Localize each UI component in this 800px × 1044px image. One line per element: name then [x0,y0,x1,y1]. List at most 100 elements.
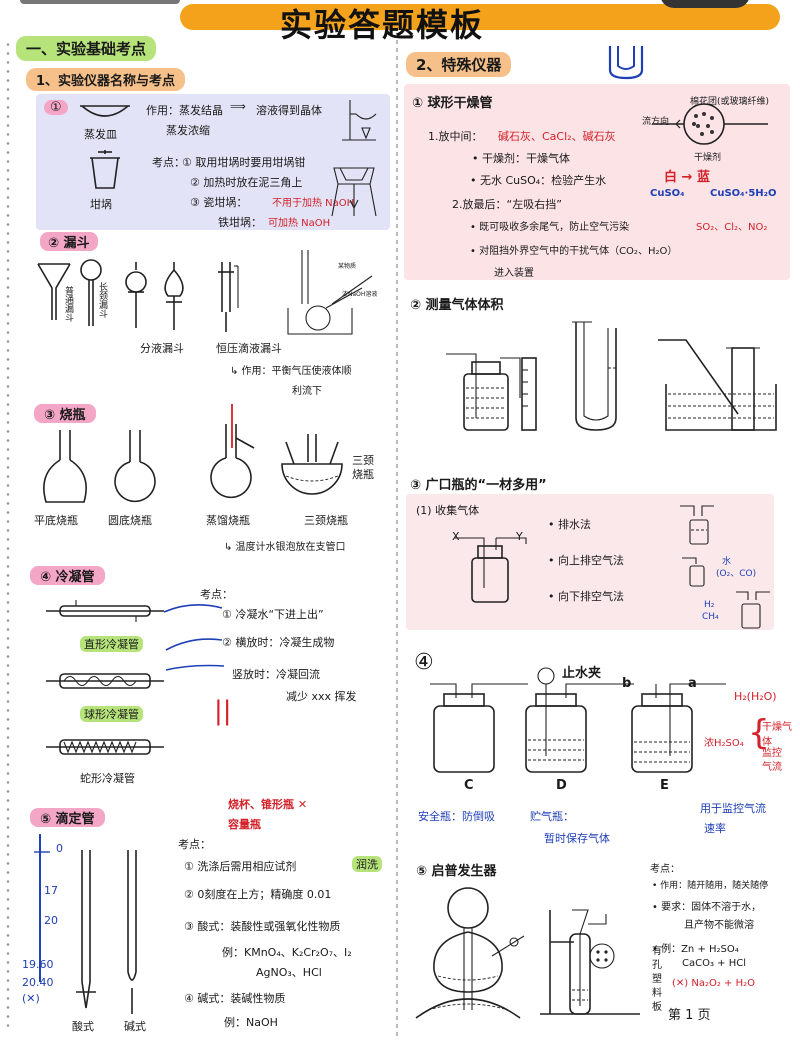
drying-tube-line5-red: SO₂、Cl₂、NO₂ [696,222,768,233]
block5-red-note2: 容量瓶 [228,818,261,831]
kipp-note3c: (✕) Na₂O₂ + H₂O [672,978,755,989]
bottle-c-label: C [464,778,474,793]
collect-item3: • 向下排空气法 [548,590,624,603]
bottle-x-label: X [452,530,460,543]
svg-text:某物质: 某物质 [338,262,356,270]
pressure-funnel-label: 恒压滴液漏斗 [216,342,282,355]
drying-tube-line3: • 无水 CuSO₄：检验产生水 [470,174,607,187]
plate-label3: 塑 [652,974,662,985]
drying-tube-drawing [652,103,768,145]
block5-note2: ② 0刻度在上方；精确度 0.01 [184,888,332,901]
kipp-note3: • 例：Zn + H₂SO₄ [652,944,739,955]
round-flask-label: 圆底烧瓶 [108,514,152,527]
title-highlight [180,4,780,30]
collect-blue2: (O₂、CO) [716,569,757,579]
flat-flask-label: 平底烧瓶 [34,514,78,527]
bottle-multiuse-heading: ③ 广口瓶的“一材多用” [410,478,547,493]
drying-tube-line1: 1.放中间： [428,130,483,143]
kipp-note2: • 要求：固体不溶于水， [652,902,762,913]
block3-heading: ③ 烧瓶 [34,404,96,423]
bulb-condenser-drawing [46,673,164,689]
block1-note3-red: 不用于加热 NaOH [272,198,355,209]
drying-tube-line3-blue-a: CuSO₄ [650,188,685,199]
page-number: 第 1 页 [668,1008,711,1023]
block1-note4-red: 可加热 NaOH [268,218,331,229]
section2-heading: 2、特殊仪器 [406,52,512,77]
kipp-note1: • 作用：随开随用，随关随停 [652,881,769,891]
plate-label1: 有 [652,946,662,957]
block4-note3a: 竖放时：冷凝回流 [232,668,320,681]
block5-note3: ③ 酸式：装酸性或强氧化性物质 [184,920,341,933]
gas-volume-heading: ② 测量气体体积 [410,298,504,313]
top-left-tab [20,0,180,4]
bottle-e-brace: { [748,713,770,753]
block1-note4: 铁坩埚： [218,216,262,229]
block2-heading: ② 漏斗 [40,232,98,251]
funnel-side-label1: 普通漏斗 [63,286,73,322]
drying-tube-line5: • 既可吸收多余尾气，防止空气污染 [470,222,630,233]
burette-mark-0: 0 [56,842,63,855]
bottle-d-caption: 贮气瓶： [530,810,574,823]
plate-label4: 料 [652,988,662,999]
condenser-arrows [163,604,225,671]
three-neck-flask-drawing [281,434,343,495]
burettes-drawing [34,834,137,1014]
block5-heading: ⑤ 滴定管 [30,808,105,827]
drying-tube-line4: 2.放最后：“左吸右挡” [452,198,562,211]
base-burette-label: 碱式 [124,1020,146,1033]
block1-note1: ① 取用坩埚时要用坩埚钳 [182,156,306,169]
gas-inlet-label: H₂(H₂O) [734,690,777,703]
bottle-e-brace2: 监控 [762,748,782,759]
common-funnel-drawing [37,263,71,320]
block1-use-arrow: ⟹ [230,100,246,113]
burette-read1: 19.60 [22,958,54,971]
drying-tube-line3-blue-b: CuSO₄·5H₂O [710,188,777,199]
block4-notes-head: 考点： [200,588,233,601]
top-right-tab [660,0,750,8]
bulb-condenser-label: 球形冷凝管 [80,706,143,722]
crucible-drawing [90,150,120,189]
bottle-y-label: Y [516,530,523,543]
kipp-note2b: 且产物不能微溶 [684,920,754,931]
collect-blue4: CH₄ [702,612,719,622]
straight-condenser-drawing [46,600,164,622]
drying-tube-line7: 进入装置 [494,268,534,279]
collect-item2: • 向上排空气法 [548,554,624,567]
svg-text:浓NaOH溶液: 浓NaOH溶液 [342,290,377,298]
drying-tube-line1-red: 碱石灰、CaCl₂、碱石灰 [498,130,616,143]
page-title: 实验答题模板 [280,6,485,44]
bottle-e-brace3: 气流 [762,762,782,773]
drying-tube-label-flow: 流方向 [642,117,670,127]
drying-tube-label-drying: 干燥剂 [694,153,722,163]
block4-heading: ④ 冷凝管 [30,566,105,585]
crucible-heating-drawing [331,167,377,217]
bottle-e-label: E [660,778,669,793]
section1-heading: 一、实验基础考点 [16,36,157,61]
block5-note3-eg2: AgNO₃、HCl [256,966,322,979]
collect-blue3: H₂ [704,600,715,610]
block1-box [36,94,390,230]
block4-note1: ① 冷凝水“下进上出” [222,608,324,621]
drying-tube-box [404,84,790,280]
bottle-e-caption2: 速率 [704,822,726,835]
flask-note: ↳ 温度计水银泡放在支管口 [224,542,346,553]
acid-burette-label: 酸式 [72,1020,94,1033]
burette-mark-20: 20 [44,914,58,927]
block5-note3-eg: 例：KMnO₄、K₂Cr₂O₇、I₂ [222,946,352,959]
block1-notes-head: 考点： [152,156,185,169]
subsection1-heading: 1、实验仪器名称与考点 [26,68,186,91]
distilling-flask-drawing [210,404,255,499]
notebook-binding-dots [6,40,10,1030]
evaporating-dish-drawing [80,105,130,117]
round-flask-drawing [114,430,156,503]
collect-bottle-drawings [680,505,770,629]
evaporating-dish-label: 蒸发皿 [84,128,117,141]
bottles-cde-drawing [430,667,726,773]
distilling-flask-label: 蒸馏烧瓶 [206,514,250,527]
block1-use-label: 作用：蒸发结晶 [146,104,223,117]
sep-funnel-label: 分液漏斗 [140,342,184,355]
block1-note2: ② 加热时放在泥三角上 [190,176,303,189]
burette-mark-17: 17 [44,884,58,897]
water-clip-label: 止水夹 [562,666,602,681]
collect-item1: • 排水法 [548,518,591,531]
